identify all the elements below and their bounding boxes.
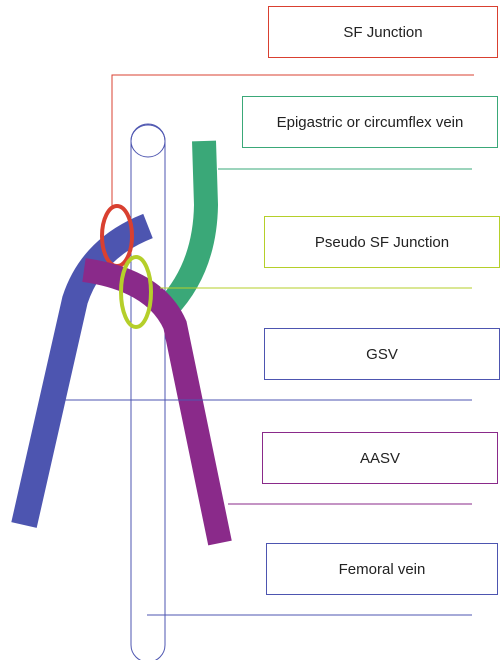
gsv-label: GSV [264, 328, 500, 380]
femoral-vein-top-cap [131, 125, 165, 157]
femoral-vein-label: Femoral vein [266, 543, 498, 595]
femoral-vein-shape [131, 124, 165, 660]
epigastric-vein-shape [167, 141, 206, 308]
pseudo-sf-junction-label: Pseudo SF Junction [264, 216, 500, 268]
aasv-label: AASV [262, 432, 498, 484]
sf-junction-label: SF Junction [268, 6, 498, 58]
epigastric-label: Epigastric or circumflex vein [242, 96, 498, 148]
aasv-shape [84, 270, 220, 543]
